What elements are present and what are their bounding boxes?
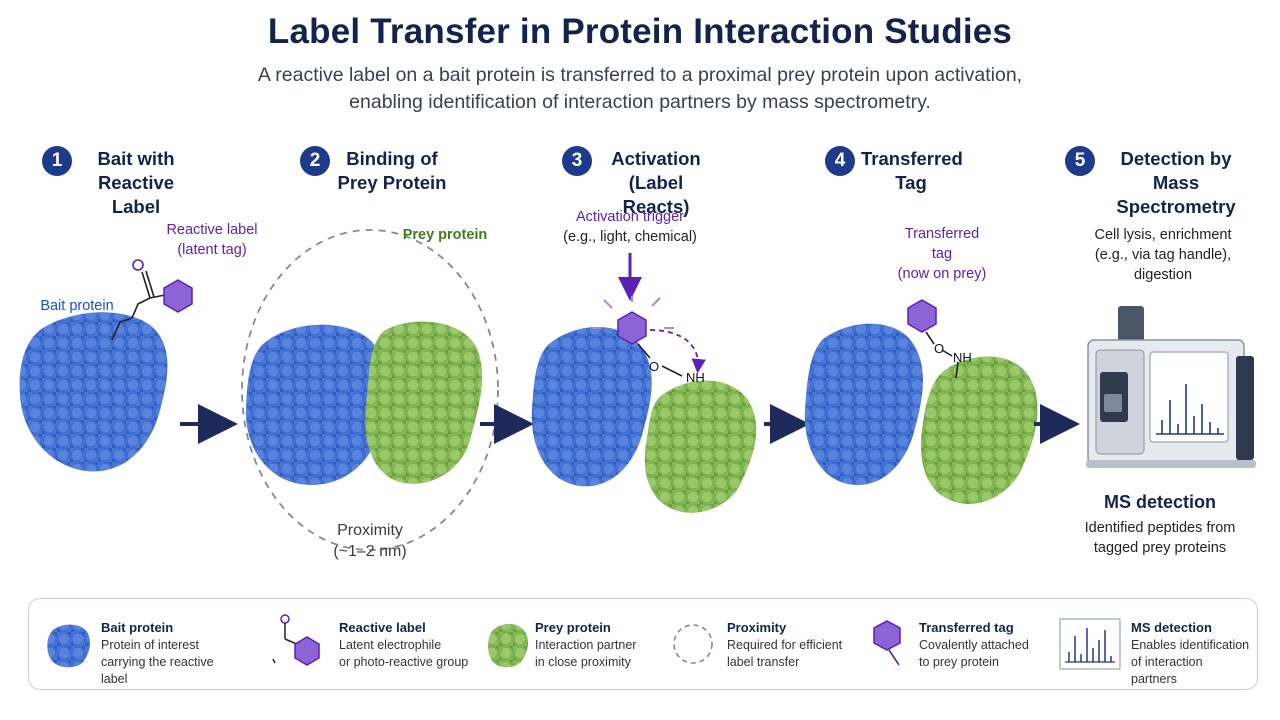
legend-panel: Bait protein Protein of interest carryin… bbox=[28, 598, 1258, 690]
legend-item-prey-protein: Prey protein Interaction partner in clos… bbox=[485, 599, 665, 689]
legend-item-ms-detection: MS detection Enables identification of i… bbox=[1059, 599, 1251, 689]
bait-protein-icon bbox=[47, 624, 90, 668]
step4-nh-group: NH bbox=[953, 350, 972, 365]
step3-tag-hexagon bbox=[617, 311, 647, 345]
step4-bait-protein bbox=[804, 323, 923, 485]
step-4-header: 4 Transferred Tag bbox=[825, 144, 965, 200]
proximity-label: Proximity (~1–2 nm) bbox=[333, 522, 407, 560]
step1-tag-hexagon bbox=[163, 279, 193, 313]
transferred-tag-icon bbox=[873, 620, 901, 666]
step4-nh-prey-bond bbox=[955, 361, 959, 379]
ms-detection-icon bbox=[1059, 618, 1121, 670]
ms-detection-description: Identified peptides from tagged prey pro… bbox=[1084, 520, 1236, 556]
legend-desc-transferred-tag: Covalently attached to prey protein bbox=[919, 638, 1029, 669]
step4-tag-hexagon bbox=[907, 299, 937, 333]
step-5-title: Detection by Mass Spectrometry bbox=[1116, 148, 1236, 217]
legend-item-proximity: Proximity Required for efficient label t… bbox=[671, 599, 871, 689]
prey-protein-icon bbox=[488, 623, 528, 668]
legend-title-transferred-tag: Transferred tag bbox=[919, 620, 1014, 635]
step4-prey-protein bbox=[920, 356, 1038, 504]
legend-desc-bait-protein: Protein of interest carrying the reactiv… bbox=[101, 638, 214, 686]
ms-sample-prep-label: Cell lysis, enrichment (e.g., via tag ha… bbox=[1094, 227, 1232, 283]
reactive-label-icon bbox=[272, 614, 320, 666]
legend-title-prey-protein: Prey protein bbox=[535, 620, 611, 635]
activation-trigger-label: Activation trigger bbox=[576, 209, 684, 225]
legend-item-reactive-label: Reactive label Latent electrophile or ph… bbox=[261, 599, 471, 689]
legend-desc-prey-protein: Interaction partner in close proximity bbox=[535, 638, 637, 669]
step-2-number: 2 bbox=[300, 146, 330, 176]
activation-trigger-examples: (e.g., light, chemical) bbox=[563, 229, 697, 245]
activation-glow-rays bbox=[592, 296, 674, 329]
step4-tag-bond bbox=[925, 331, 935, 345]
step-3-number: 3 bbox=[562, 146, 592, 176]
step3-o-nh-bond bbox=[661, 365, 683, 377]
step-3-title: Activation (Label Reacts) bbox=[611, 148, 701, 217]
legend-title-bait-protein: Bait protein bbox=[101, 620, 174, 635]
step3-nh-group: NH bbox=[686, 370, 705, 385]
step3-o-atom: O bbox=[649, 359, 659, 374]
step3-tag-bond bbox=[637, 343, 651, 359]
step-3-header: 3 Activation (Label Reacts) bbox=[562, 144, 712, 217]
legend-desc-proximity: Required for efficient label transfer bbox=[727, 638, 843, 669]
step2-proximity-ellipse bbox=[241, 229, 499, 551]
legend-title-ms-detection: MS detection bbox=[1131, 620, 1212, 635]
transferred-tag-label: Transferred tag (now on prey) bbox=[897, 226, 987, 282]
page-title: Label Transfer in Protein Interaction St… bbox=[267, 12, 1013, 51]
prey-protein-label: Prey protein bbox=[402, 227, 488, 243]
legend-desc-reactive-label: Latent electrophile or photo-reactive gr… bbox=[339, 638, 469, 669]
legend-item-transferred-tag: Transferred tag Covalently attached to p… bbox=[869, 599, 1059, 689]
page-subtitle: A reactive label on a bait protein is tr… bbox=[257, 64, 1023, 113]
step4-o-atom: O bbox=[934, 341, 944, 356]
step4-o-nh-bond bbox=[941, 349, 953, 357]
step1-bait-protein bbox=[19, 312, 168, 472]
step-4-number: 4 bbox=[825, 146, 855, 176]
step-1-title: Bait with Reactive Label bbox=[97, 148, 175, 217]
legend-title-reactive-label: Reactive label bbox=[339, 620, 426, 635]
bait-protein-label: Bait protein bbox=[40, 298, 114, 314]
step-2-header: 2 Binding of Prey Protein bbox=[300, 144, 450, 200]
step-1-header: 1 Bait with Reactive Label bbox=[42, 144, 202, 217]
step3-transfer-arrow bbox=[649, 329, 706, 374]
legend-title-proximity: Proximity bbox=[727, 620, 787, 635]
legend-desc-ms-detection: Enables identification of interaction pa… bbox=[1131, 638, 1250, 686]
ms-detection-title: MS detection bbox=[1103, 492, 1216, 512]
mass-spectrometer-instrument bbox=[1086, 306, 1256, 468]
step-4-title: Transferred Tag bbox=[861, 148, 963, 193]
legend-item-bait-protein: Bait protein Protein of interest carryin… bbox=[43, 599, 243, 689]
step-5-header: 5 Detection by Mass Spectrometry bbox=[1065, 144, 1255, 217]
reactive-label-text: Reactive label (latent tag) bbox=[166, 222, 258, 258]
step2-prey-protein bbox=[365, 321, 483, 484]
step3-prey-protein bbox=[644, 380, 757, 513]
proximity-icon bbox=[673, 624, 713, 664]
step-1-number: 1 bbox=[42, 146, 72, 176]
step1-reactive-label bbox=[111, 259, 166, 341]
step-2-title: Binding of Prey Protein bbox=[337, 148, 447, 193]
step-5-number: 5 bbox=[1065, 146, 1095, 176]
step2-bait-protein bbox=[245, 324, 388, 485]
step3-bait-protein bbox=[531, 326, 652, 487]
